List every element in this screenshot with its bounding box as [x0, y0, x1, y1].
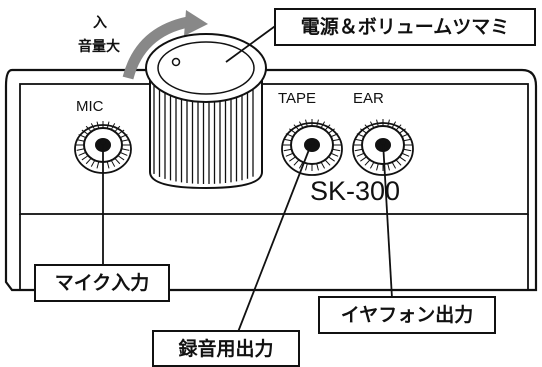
callout-earphone-output: イヤフォン出力 [318, 296, 496, 334]
leader-ear [382, 141, 393, 299]
mic-label: MIC [76, 98, 104, 115]
callout-mic-input: マイク入力 [34, 264, 170, 302]
power-volume-knob [145, 33, 267, 190]
ear-label: EAR [353, 90, 384, 107]
knob-hint-on: 入 [93, 15, 107, 31]
volume-direction-arrow [122, 16, 190, 80]
leader-power-volume [225, 23, 279, 63]
device-body [4, 68, 538, 292]
callout-power-volume: 電源＆ボリュームツマミ [274, 8, 536, 46]
tape-label: TAPE [278, 90, 317, 107]
leader-tape [237, 141, 313, 333]
knob-hint-volume-up: 音量大 [78, 39, 120, 55]
callout-recording-output: 録音用出力 [152, 330, 300, 367]
model-name: SK-300 [310, 176, 401, 206]
arrow-head [184, 10, 208, 36]
